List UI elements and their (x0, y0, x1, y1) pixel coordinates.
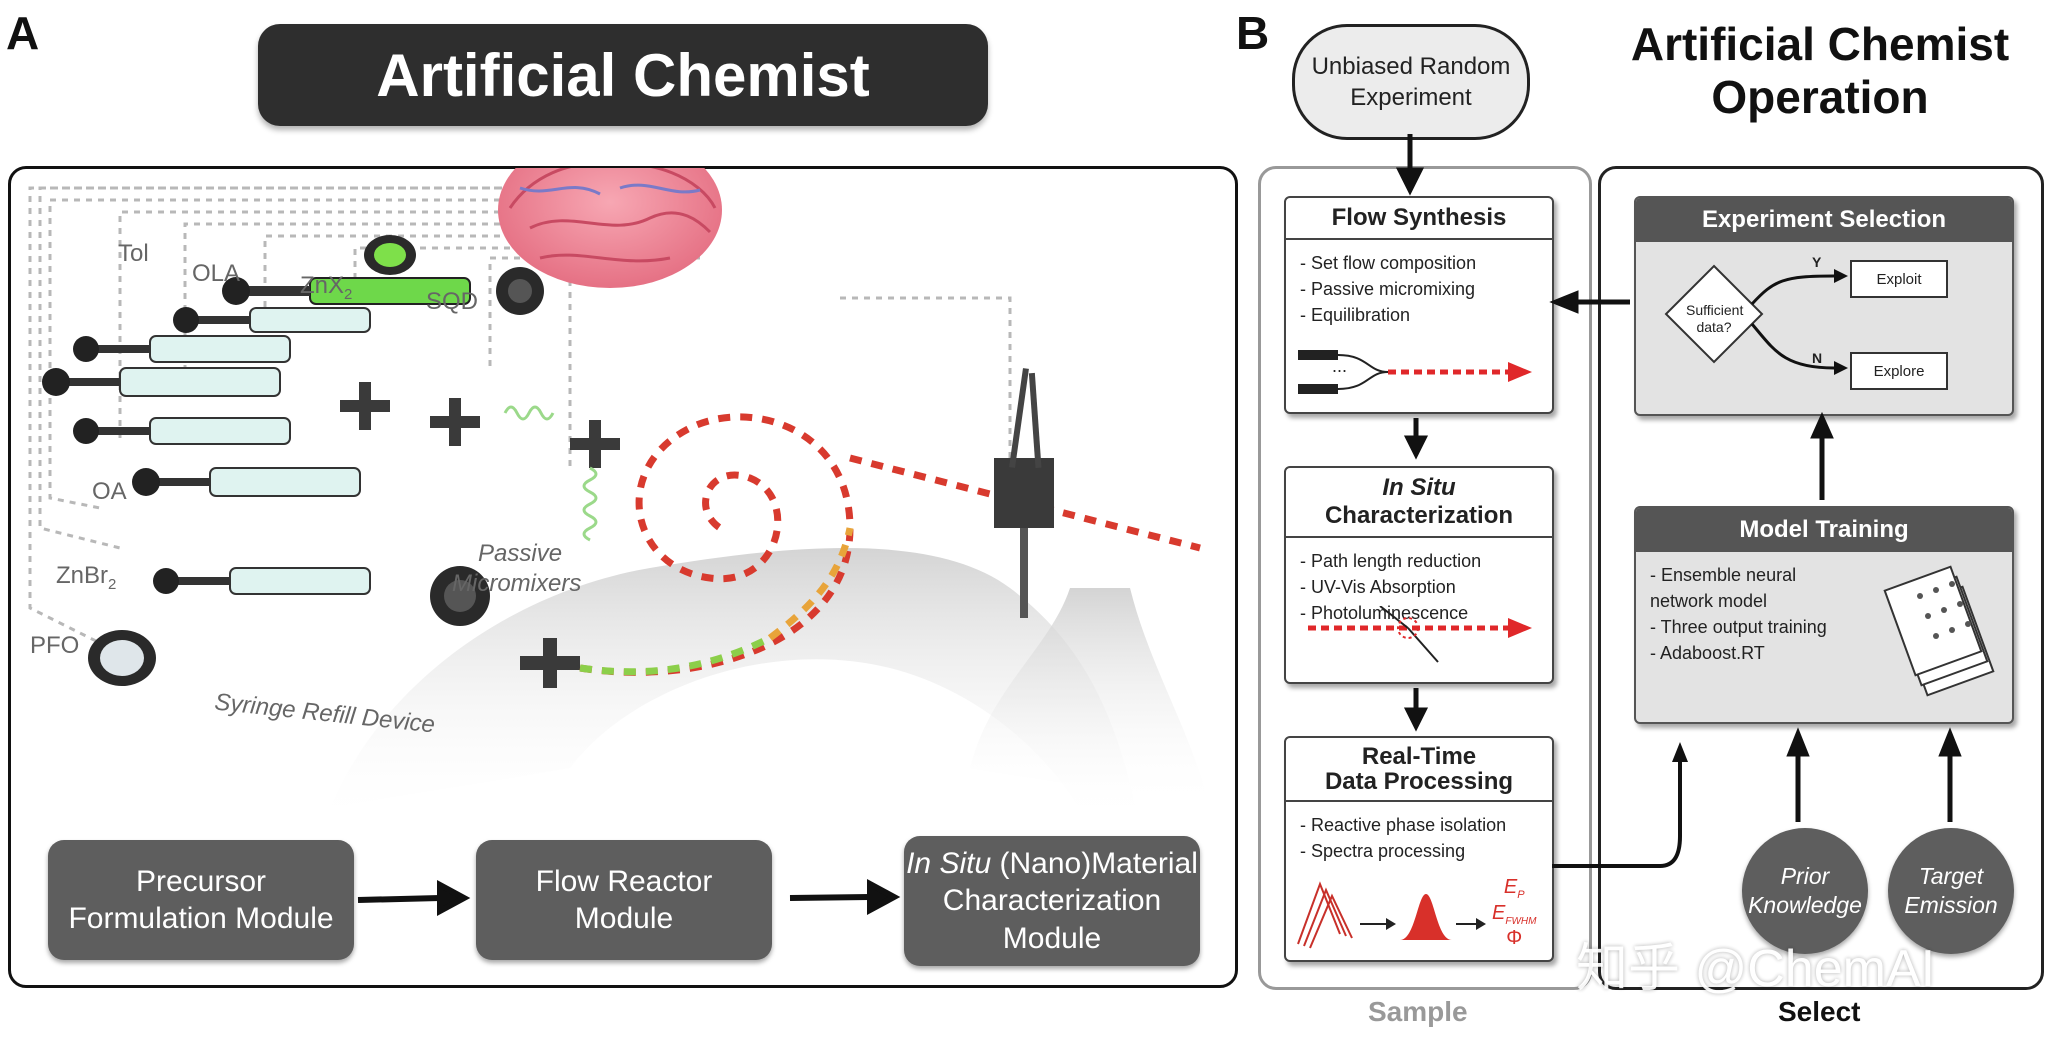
module-flow-reactor: Flow Reactor Module (476, 840, 772, 960)
list-item: Ensemble neural network model (1650, 562, 1860, 614)
label-znx2: ZnX2 (300, 272, 353, 303)
explore-box: Explore (1850, 352, 1948, 390)
label-tol: Tol (118, 240, 149, 267)
module-precursor-line2: Formulation Module (68, 902, 334, 935)
model-training-list: Ensemble neural network model Three outp… (1636, 552, 1874, 676)
realtime-list: Reactive phase isolation Spectra process… (1286, 802, 1552, 874)
sample-frame (1258, 166, 1592, 990)
watermark: 知乎 @ChemAI (1576, 940, 1936, 998)
micromixer-coil-2 (582, 466, 598, 542)
micromixer-coil (503, 405, 555, 421)
list-item: Adaboost.RT (1650, 640, 1860, 666)
flow-synthesis-list: Set flow composition Passive micromixing… (1286, 240, 1552, 338)
list-item: Passive micromixing (1300, 276, 1538, 302)
start-node-line1: Unbiased Random (1311, 52, 1511, 80)
select-frame (1598, 166, 2044, 990)
label-pfo: PFO (30, 632, 80, 659)
label-oa: OA (92, 478, 127, 505)
panel-a-letter: A (6, 7, 40, 59)
exploit-box: Exploit (1850, 260, 1948, 298)
spectra-schematic (1297, 881, 1486, 949)
sample-label: Sample (1368, 996, 1468, 1027)
operation-title-line2: Operation (1711, 70, 1929, 123)
label-passive-1: Passive (478, 540, 563, 567)
flow-synthesis-card: Flow Synthesis Set flow composition Pass… (1284, 196, 1554, 414)
mixer-tees (340, 382, 620, 688)
list-item: Spectra processing (1300, 838, 1538, 864)
module-precursor-line1: Precursor (135, 864, 267, 898)
flow-cell-icon (994, 368, 1054, 618)
module-precursor: Precursor Formulation Module (48, 840, 354, 960)
model-training-title: Model Training (1636, 508, 2012, 552)
module-flow-line1: Flow Reactor (535, 864, 713, 898)
label-sqd: SQD (426, 288, 479, 315)
in-situ-title: In Situ Characterization (1286, 468, 1552, 538)
list-item: Set flow composition (1300, 250, 1538, 276)
module-insitu-line3: Module (1002, 921, 1102, 955)
brain-icon (498, 168, 722, 288)
panel-b-letter: B (1236, 7, 1270, 59)
operation-title: Artificial Chemist Operation (1600, 18, 2040, 124)
decision-no: N (1812, 350, 1823, 366)
list-item: UV-Vis Absorption (1300, 574, 1538, 600)
panel-a-title-text: Artificial Chemist (376, 41, 870, 109)
label-znbr2: ZnBr2 (56, 562, 117, 593)
flow-synthesis-schematic (1298, 350, 1532, 394)
label-passive-2: Micromixers (452, 570, 582, 597)
list-item: Equilibration (1300, 302, 1538, 328)
module-insitu-line2: Characterization (942, 884, 1162, 918)
control-lines (28, 186, 1012, 670)
list-item: Path length reduction (1300, 548, 1538, 574)
stand-shadow (970, 588, 1210, 808)
label-ola: OLA (192, 260, 241, 287)
in-situ-card: In Situ Characterization Path length red… (1284, 466, 1554, 684)
list-item: Three output training (1650, 614, 1860, 640)
start-node: Unbiased Random Experiment (1292, 24, 1530, 140)
select-label: Select (1778, 996, 1861, 1027)
operation-title-line1: Artificial Chemist (1630, 18, 2010, 70)
flow-synthesis-title: Flow Synthesis (1286, 198, 1552, 240)
decision-yes: Y (1812, 254, 1822, 270)
module-flow-line2: Module (574, 902, 674, 935)
model-training-card: Model Training Ensemble neural network m… (1634, 506, 2014, 724)
experiment-selection-title: Experiment Selection (1636, 198, 2012, 242)
module-insitu: In Situ (Nano)Material Characterization … (904, 836, 1200, 966)
reactor-illustration (28, 168, 1210, 828)
in-situ-schematic (1308, 606, 1532, 663)
decision-diagram (1664, 264, 1848, 375)
start-node-line2: Experiment (1350, 84, 1472, 111)
panel-a-title: Artificial Chemist (258, 24, 988, 126)
realtime-outputs: EP EFWHM Φ (1492, 876, 1537, 950)
module-insitu-line1: In Situ (Nano)Material (906, 846, 1198, 880)
syringe-bank (42, 235, 544, 686)
floor-shadow (330, 548, 1140, 828)
list-item: Reactive phase isolation (1300, 812, 1538, 838)
neural-network-icon (1883, 565, 1995, 697)
flow-synthesis-dots: ... (1332, 356, 1348, 376)
